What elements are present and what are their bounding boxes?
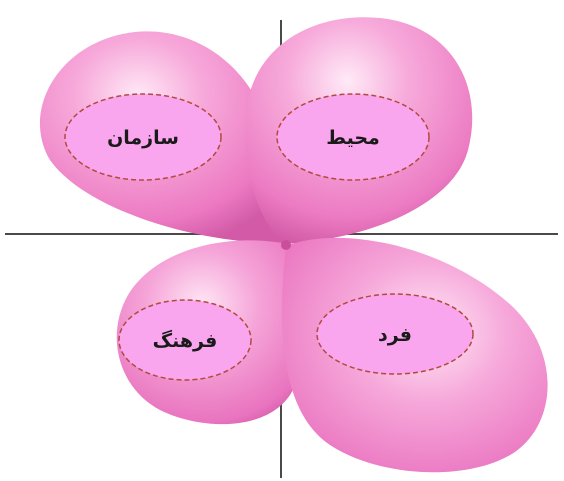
label-oval-top-right: محیط <box>277 94 429 180</box>
label-mohit: محیط <box>326 127 380 149</box>
label-oval-top-left: سازمان <box>65 94 221 180</box>
label-fard: فرد <box>378 324 412 346</box>
label-sazman: سازمان <box>107 127 179 149</box>
balloon-knot <box>281 240 291 250</box>
label-oval-bottom-right: فرد <box>317 294 473 374</box>
label-oval-bottom-left: فرهنگ <box>119 300 251 380</box>
label-farhang: فرهنگ <box>153 329 218 352</box>
